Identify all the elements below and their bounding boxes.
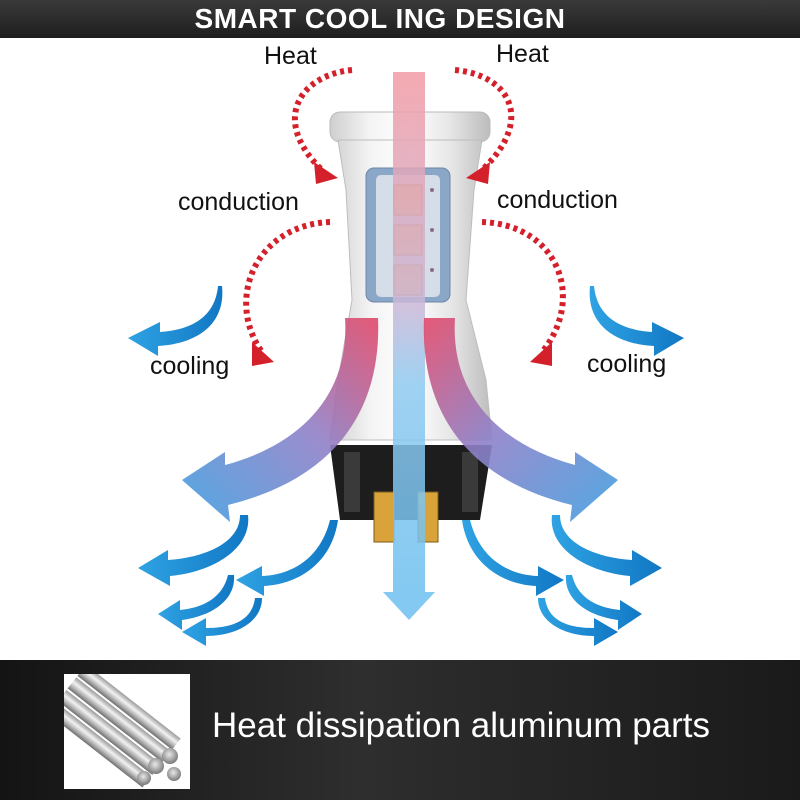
aluminum-rods-image — [47, 664, 190, 789]
aluminum-rods-icon — [47, 664, 181, 788]
cooling-arrows — [128, 286, 684, 646]
conduction-label-right: conduction — [497, 186, 618, 214]
cooling-label-right: cooling — [587, 350, 667, 378]
conduction-label-left: conduction — [178, 188, 299, 216]
heat-label-left: Heat — [264, 42, 317, 70]
heat-to-cool-arrow-left — [182, 318, 379, 522]
page-title: SMART COOL ING DESIGN — [194, 3, 566, 34]
footer-banner: Heat dissipation aluminum parts — [0, 660, 800, 800]
heat-arrows — [243, 67, 566, 354]
central-airflow-arrow — [383, 72, 435, 620]
heat-arrow-heads — [252, 162, 552, 366]
header-bar: SMART COOL ING DESIGN — [0, 0, 800, 38]
heat-label-right: Heat — [496, 40, 549, 68]
cooling-diagram: Heat Heat conduction conduction cooling … — [0, 38, 800, 660]
footer-caption: Heat dissipation aluminum parts — [212, 706, 711, 745]
cooling-label-left: cooling — [150, 352, 230, 380]
diagram-graphic — [128, 67, 684, 646]
heat-to-cool-arrow-right — [423, 318, 618, 522]
